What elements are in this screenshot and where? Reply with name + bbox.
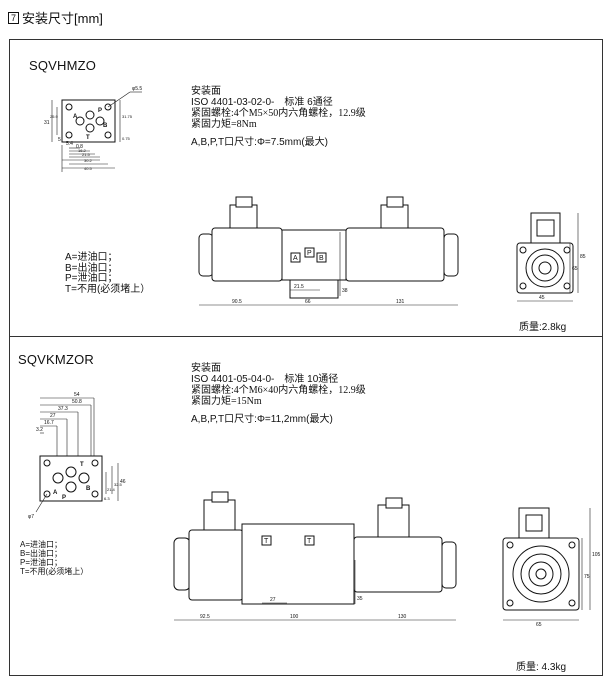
body-letter-t2-2: T	[307, 538, 312, 545]
dim-h85-1: 85	[580, 254, 586, 260]
section-number: 7	[8, 12, 20, 24]
dim-len-right-1: 131	[396, 299, 405, 305]
model-name-1: SQVHMZO	[29, 58, 97, 73]
dim-214-2: 21.4	[107, 487, 116, 492]
pattern-letter-a-2: A	[53, 490, 58, 496]
dim-hole-2: φ7	[28, 514, 34, 520]
iso-standard-1: ISO 4401-03-02-0- 标准 6通径	[191, 97, 333, 108]
dim-len-mid-1: 66	[305, 299, 311, 305]
port-a-2: A=进油口；	[20, 540, 63, 549]
dim-46-2: 46	[120, 479, 126, 485]
dim-325-2: 32.5	[114, 482, 123, 487]
dim-54-2: 54	[74, 392, 80, 398]
port-b-1: B=出油口；	[65, 262, 118, 274]
manual-override-right-2	[441, 541, 457, 589]
dim-27-2: 27	[50, 413, 56, 419]
dim-len-left-1: 90.5	[232, 299, 242, 305]
dim-35-2: 35	[357, 596, 363, 602]
pattern-letter-t-1: T	[86, 135, 90, 141]
dim-08-1: 0.8	[76, 144, 83, 150]
dim-075-1: 0.75	[122, 136, 131, 141]
pattern-letter-b-2: B	[86, 486, 91, 492]
dim-h105-2: 105	[592, 552, 601, 558]
pattern-letter-p-2: P	[62, 495, 66, 501]
bolt-spec-2: 紧固螺栓:4个M6×40内六角螺栓，12.9级	[191, 385, 366, 396]
port-t-1: T=不用(必须堵上）	[65, 283, 151, 295]
model-name-2: SQVKMZOR	[18, 352, 94, 367]
manual-override-right-1	[443, 233, 459, 277]
drawing-frame	[9, 39, 603, 676]
dim-373-2: 37.3	[58, 406, 68, 412]
dim-len-right-2: 130	[398, 614, 407, 620]
dim-54-1: 5.4	[66, 141, 73, 147]
dim-63-2: 6.3	[104, 496, 110, 501]
port-size-1: A,B,P,T口尺寸:Φ=7.5mm(最大)	[191, 137, 328, 148]
iso-standard-2: ISO 4401-05-04-0- 标准 10通径	[191, 374, 339, 385]
dim-31-1: 31	[44, 120, 50, 126]
dim-len-mid-2: 100	[290, 614, 299, 620]
port-t-2: T=不用(必须堵上）	[20, 567, 89, 576]
torque-spec-2: 紧固力矩=15Nm	[191, 396, 262, 407]
dim-508-2: 50.8	[72, 399, 82, 405]
mount-surface-label-2: 安装面	[191, 363, 221, 374]
dim-w65-2: 65	[536, 622, 542, 628]
dim-302-1: 30.2	[84, 158, 93, 163]
weight-2: 质量: 4.3kg	[516, 662, 567, 673]
port-p-2: P=泄油口；	[20, 558, 63, 567]
pattern-letter-b-1: B	[103, 123, 108, 129]
spec-block-1: 安装面 ISO 4401-03-02-0- 标准 6通径 紧固螺栓:4个M5×5…	[191, 86, 366, 148]
body-letter-a-1: A	[293, 255, 298, 262]
port-legend-2: A=进油口； B=出油口； P=泄油口； T=不用(必须堵上）	[20, 540, 88, 576]
dim-len-left-2: 92.5	[200, 614, 210, 620]
dim-405-1: 40.5	[84, 166, 93, 171]
dim-215b-1: 21.5	[294, 284, 304, 290]
body-letter-b-1: B	[319, 255, 324, 262]
dim-167-2: 16.7	[44, 420, 54, 426]
pattern-letter-p-1: P	[98, 108, 102, 114]
port-a-1: A=进油口；	[65, 252, 118, 263]
dim-215-1: 21.5	[82, 152, 91, 157]
port-size-2: A,B,P,T口尺寸:Φ=11,2mm(最大)	[191, 414, 333, 425]
dim-32-2: 3.2	[36, 427, 43, 433]
connector-left-2	[203, 499, 236, 533]
dim-38-1: 38	[342, 288, 348, 294]
pattern-letter-a-1: A	[73, 114, 78, 120]
valve-body-2	[241, 523, 355, 605]
mount-surface-label-1: 安装面	[191, 86, 221, 97]
bolt-spec-1: 紧固螺栓:4个M5×50内六角螺栓，12.9级	[191, 108, 366, 119]
spec-block-2: 安装面 ISO 4401-05-04-0- 标准 10通径 紧固螺栓:4个M6×…	[191, 363, 366, 425]
port-p-1: P=泄油口；	[65, 273, 118, 284]
weight-1: 质量:2.8kg	[519, 322, 567, 333]
dim-25-1: 25.9	[50, 114, 59, 119]
section-title-text: 安装尺寸[mm]	[22, 11, 103, 26]
dim-w45-1: 45	[539, 295, 545, 301]
dim-27b-2: 27	[270, 597, 276, 603]
dim-h75-2: 75	[584, 574, 590, 580]
torque-spec-1: 紧固力矩=8Nm	[191, 119, 257, 130]
body-letter-t-2: T	[264, 538, 269, 545]
dim-5-1: 5	[58, 137, 61, 143]
dim-h65-1: 65	[572, 266, 578, 272]
pattern-letter-t-2: T	[80, 462, 84, 468]
body-letter-p-1: P	[307, 250, 312, 257]
port-legend-1: A=进油口； B=出油口； P=泄油口； T=不用(必须堵上）	[65, 252, 151, 295]
dim-162-1: 16.2	[78, 148, 87, 153]
port-b-2: B=出油口；	[20, 549, 63, 558]
dim-3175-1: 31.75	[122, 114, 133, 119]
section-divider	[9, 336, 603, 337]
dim-hole-1: φ5.5	[132, 86, 142, 92]
